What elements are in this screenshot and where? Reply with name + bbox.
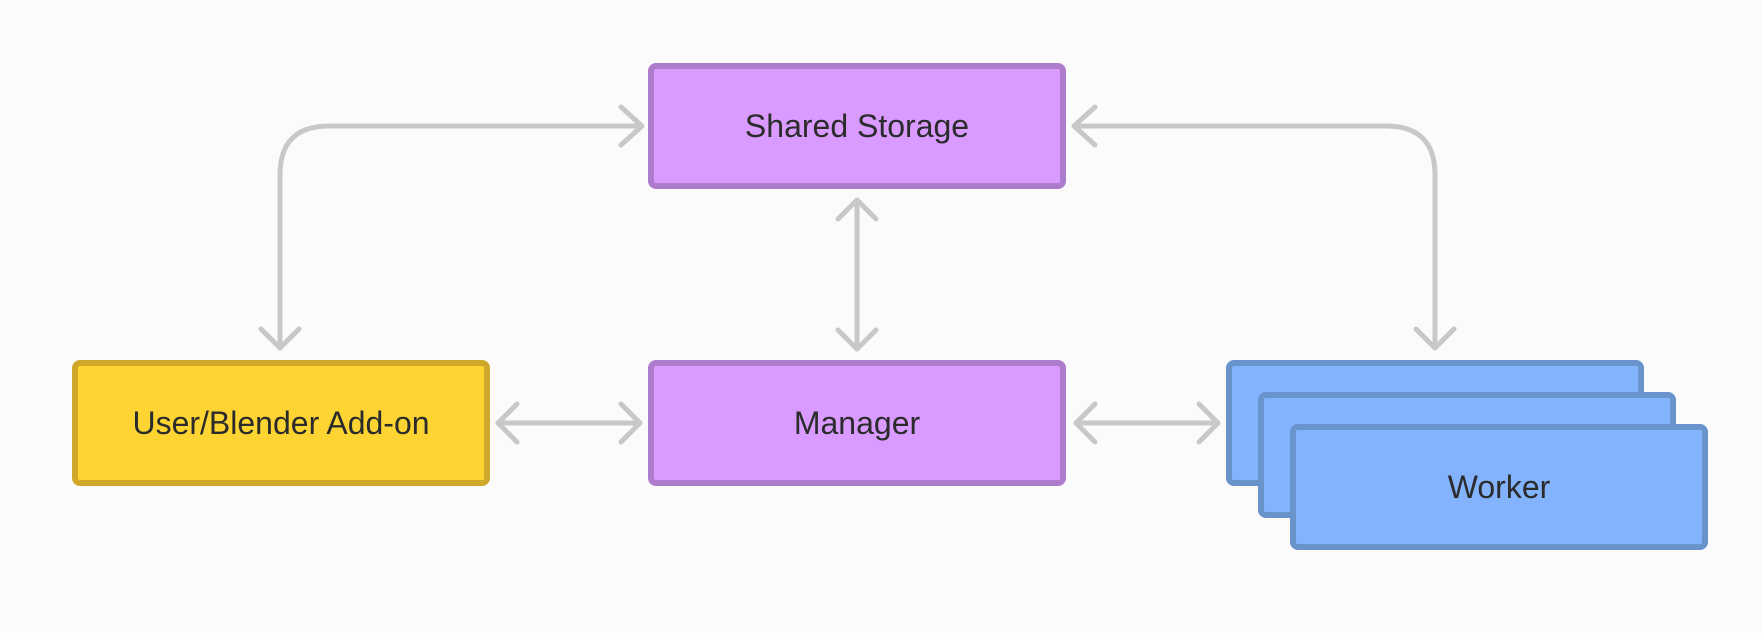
user-blender-addon-label: User/Blender Add-on bbox=[132, 404, 430, 441]
connector-manager-storage bbox=[835, 197, 879, 352]
connector-manager-worker bbox=[1073, 401, 1221, 445]
connector-user-manager bbox=[495, 401, 643, 445]
shared-storage-node: Shared Storage bbox=[648, 63, 1066, 189]
worker-label: Worker bbox=[1447, 468, 1551, 505]
manager-label: Manager bbox=[793, 404, 921, 441]
worker-node: Worker bbox=[1290, 424, 1708, 550]
shared-storage-label: Shared Storage bbox=[744, 107, 970, 144]
connector-user-storage bbox=[258, 104, 645, 351]
manager-node: Manager bbox=[648, 360, 1066, 486]
user-blender-addon-node: User/Blender Add-on bbox=[72, 360, 490, 486]
connector-worker-storage bbox=[1071, 104, 1457, 351]
